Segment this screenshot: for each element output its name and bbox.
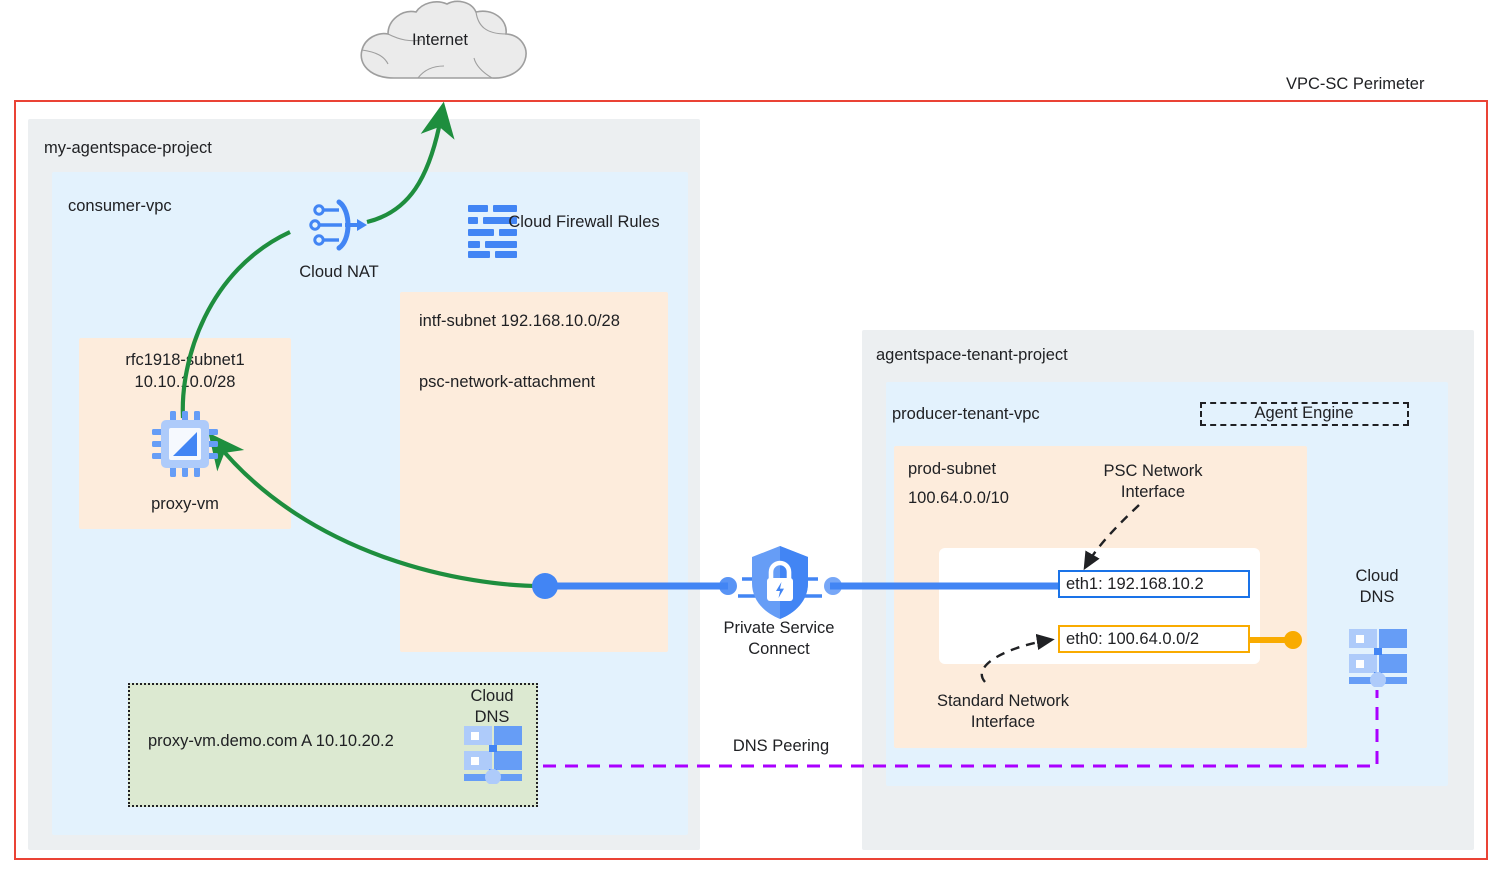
subnet-box-intf-subnet — [400, 292, 668, 652]
psc-label-line1: Private Service — [723, 619, 835, 637]
psc-nic-line1: PSC Network — [1103, 462, 1203, 480]
dns-record-label: proxy-vm.demo.com A 10.10.20.2 — [148, 732, 394, 750]
subnet-cidr-prod-subnet: 100.64.0.0/10 — [908, 489, 1009, 507]
subnet-name-prod-subnet: prod-subnet — [908, 460, 997, 478]
chip-icon — [151, 410, 219, 483]
subnet-cidr-rfc1918-subnet1: 10.10.10.0/28 — [134, 373, 236, 391]
subnet-name-rfc1918-subnet1: rfc1918-subnet1 — [125, 351, 245, 369]
psc-nic-line2: Interface — [1120, 482, 1186, 501]
interface-chip-eth0[interactable]: eth0: 100.64.0.0/2 — [1058, 625, 1250, 653]
tenant-cloud-dns-label: Cloud DNS — [1355, 566, 1398, 607]
internet-label: Internet — [412, 31, 468, 49]
psc-label-line2: Connect — [748, 639, 810, 658]
firewall-icon — [466, 203, 520, 264]
project-label-my-agentspace-project: my-agentspace-project — [44, 139, 212, 157]
vpc-label-consumer-vpc: consumer-vpc — [68, 197, 172, 215]
interface-chip-eth1[interactable]: eth1: 192.168.10.2 — [1058, 570, 1250, 598]
vm-label-proxy-vm: proxy-vm — [151, 495, 219, 513]
cloud-firewall-rules-label: Cloud Firewall Rules — [508, 213, 660, 231]
vpc-sc-perimeter-label: VPC-SC Perimeter — [1286, 75, 1425, 93]
psc-shield-lock-icon — [749, 545, 811, 626]
standard-nic-line1: Standard Network — [936, 692, 1070, 710]
agent-engine-label: Agent Engine — [1254, 404, 1354, 422]
consumer-dns-line1: Cloud — [470, 687, 514, 705]
consumer-cloud-dns-label: Cloud DNS — [470, 686, 513, 727]
cloud-dns-icon — [1347, 625, 1409, 692]
cloud-nat-icon — [309, 196, 371, 259]
subnet-name-intf-subnet: intf-subnet 192.168.10.0/28 — [419, 312, 620, 330]
tenant-dns-line2: DNS — [1359, 587, 1395, 606]
cloud-nat-label: Cloud NAT — [299, 263, 379, 281]
consumer-dns-line2: DNS — [474, 707, 510, 726]
internet-cloud-icon — [352, 0, 532, 100]
dns-peering-label: DNS Peering — [732, 737, 830, 755]
tenant-dns-line1: Cloud — [1355, 567, 1399, 585]
agent-engine-box — [1200, 402, 1409, 426]
private-service-connect-label: Private Service Connect — [724, 618, 835, 659]
project-label-agentspace-tenant-project: agentspace-tenant-project — [876, 346, 1068, 364]
psc-network-attachment-label: psc-network-attachment — [419, 373, 596, 391]
standard-network-interface-annotation: Standard Network Interface — [937, 691, 1069, 732]
vpc-label-producer-tenant-vpc: producer-tenant-vpc — [892, 405, 1040, 423]
vpc-sc-perimeter-box — [14, 100, 1488, 860]
cloud-dns-icon — [462, 722, 524, 789]
standard-nic-line2: Interface — [970, 712, 1036, 731]
psc-network-interface-annotation: PSC Network Interface — [1103, 461, 1202, 502]
